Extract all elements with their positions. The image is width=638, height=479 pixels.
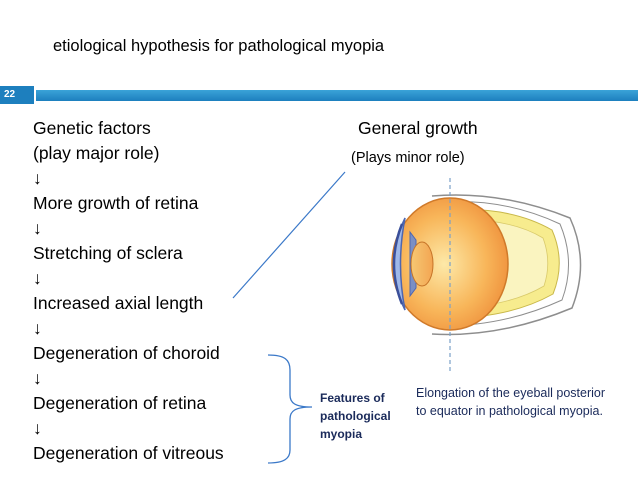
lens: [410, 241, 434, 287]
features-label-line: Features of: [320, 391, 385, 405]
down-arrow-icon: ↓: [33, 268, 42, 288]
chain-line: Degeneration of vitreous: [33, 443, 224, 463]
down-arrow-icon: ↓: [33, 418, 42, 438]
chain-line: More growth of retina: [33, 193, 199, 213]
general-growth-subheading: (Plays minor role): [351, 150, 465, 166]
features-brace: [267, 354, 313, 464]
chain-line: Genetic factors: [33, 118, 151, 138]
general-growth-heading: General growth: [358, 118, 478, 138]
chain-line: (play major role): [33, 143, 160, 163]
posterior-retina-outline: [441, 201, 570, 327]
posterior-sclera-outline: [431, 194, 582, 336]
chain-line: Degeneration of retina: [33, 393, 207, 413]
features-label-line: pathological: [320, 409, 391, 423]
features-label-line: myopia: [320, 427, 363, 441]
down-arrow-icon: ↓: [33, 368, 42, 388]
eye-caption: Elongation of the eyeball posterior to e…: [416, 386, 606, 418]
chain-line: Increased axial length: [33, 293, 204, 313]
features-label: Features of pathological myopia: [320, 389, 391, 443]
header-band: [36, 90, 638, 101]
chain-line: Degeneration of choroid: [33, 343, 220, 363]
slide-number: 22: [0, 86, 34, 104]
down-arrow-icon: ↓: [33, 168, 42, 188]
down-arrow-icon: ↓: [33, 318, 42, 338]
chain-line: Stretching of sclera: [33, 243, 183, 263]
down-arrow-icon: ↓: [33, 218, 42, 238]
connector-line: [232, 171, 346, 299]
slide-title: etiological hypothesis for pathological …: [53, 37, 385, 55]
